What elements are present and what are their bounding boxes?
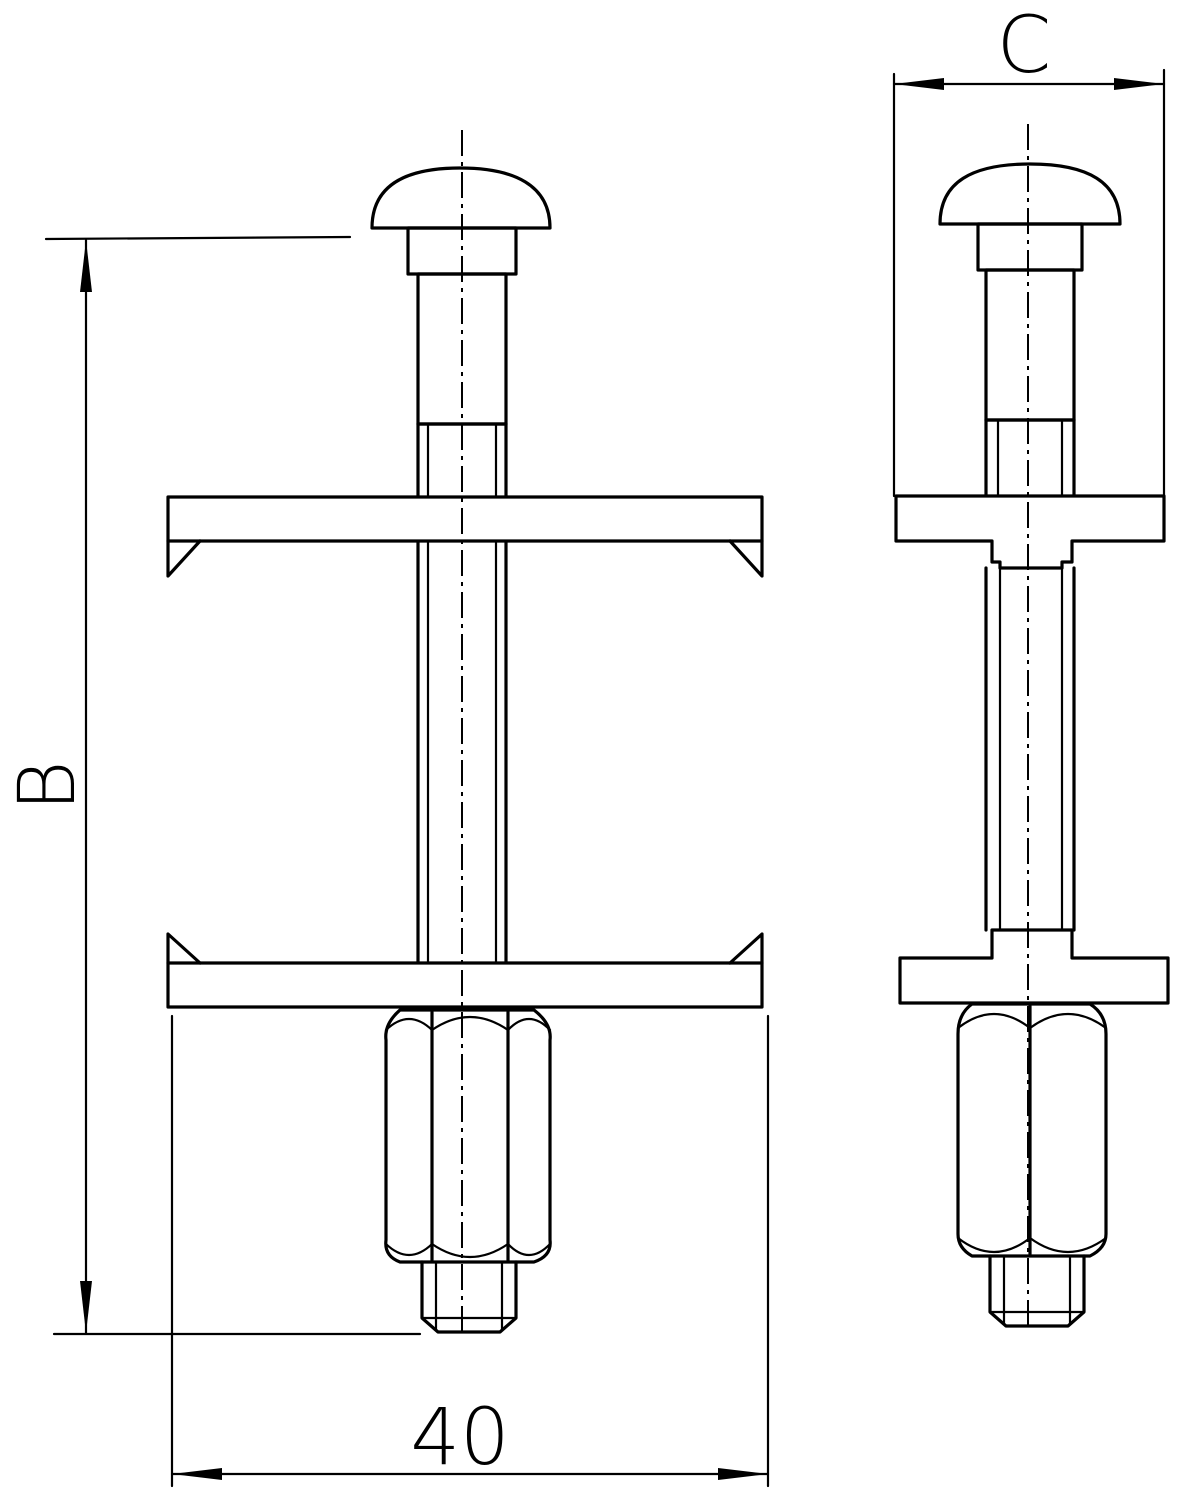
dimension-40-label: 40 [410, 1393, 509, 1483]
side-hex-nut [956, 1002, 1108, 1258]
front-hex-nut [384, 1008, 552, 1264]
front-upper-plate [166, 495, 764, 578]
arrow-left-icon [894, 78, 944, 90]
side-lower-plate [898, 928, 1170, 1005]
dimension-b-label: B [3, 760, 93, 811]
arrow-right-icon [718, 1468, 768, 1480]
side-bolt-thread-upper [984, 418, 1076, 498]
side-bolt-neck [976, 222, 1084, 272]
arrow-right-icon [1114, 78, 1164, 90]
front-bolt-head [370, 166, 552, 230]
dimension-c-label: C [997, 1, 1051, 91]
arrow-up-icon [80, 240, 92, 292]
dimension-b: B [3, 235, 422, 1336]
front-bolt-tail [420, 1260, 518, 1334]
arrow-left-icon [172, 1468, 222, 1480]
front-view [166, 130, 764, 1334]
front-lower-plate [166, 932, 764, 1009]
side-bolt-tail [988, 1254, 1086, 1328]
dimension-40: 40 [170, 1014, 770, 1488]
side-bolt-shank [984, 268, 1076, 422]
side-upper-plate [894, 494, 1166, 570]
side-bolt-head [938, 162, 1122, 226]
arrow-down-icon [80, 1281, 92, 1333]
side-view [894, 124, 1170, 1328]
dimension-c: C [892, 1, 1166, 498]
side-bolt-thread-middle [984, 566, 1076, 932]
